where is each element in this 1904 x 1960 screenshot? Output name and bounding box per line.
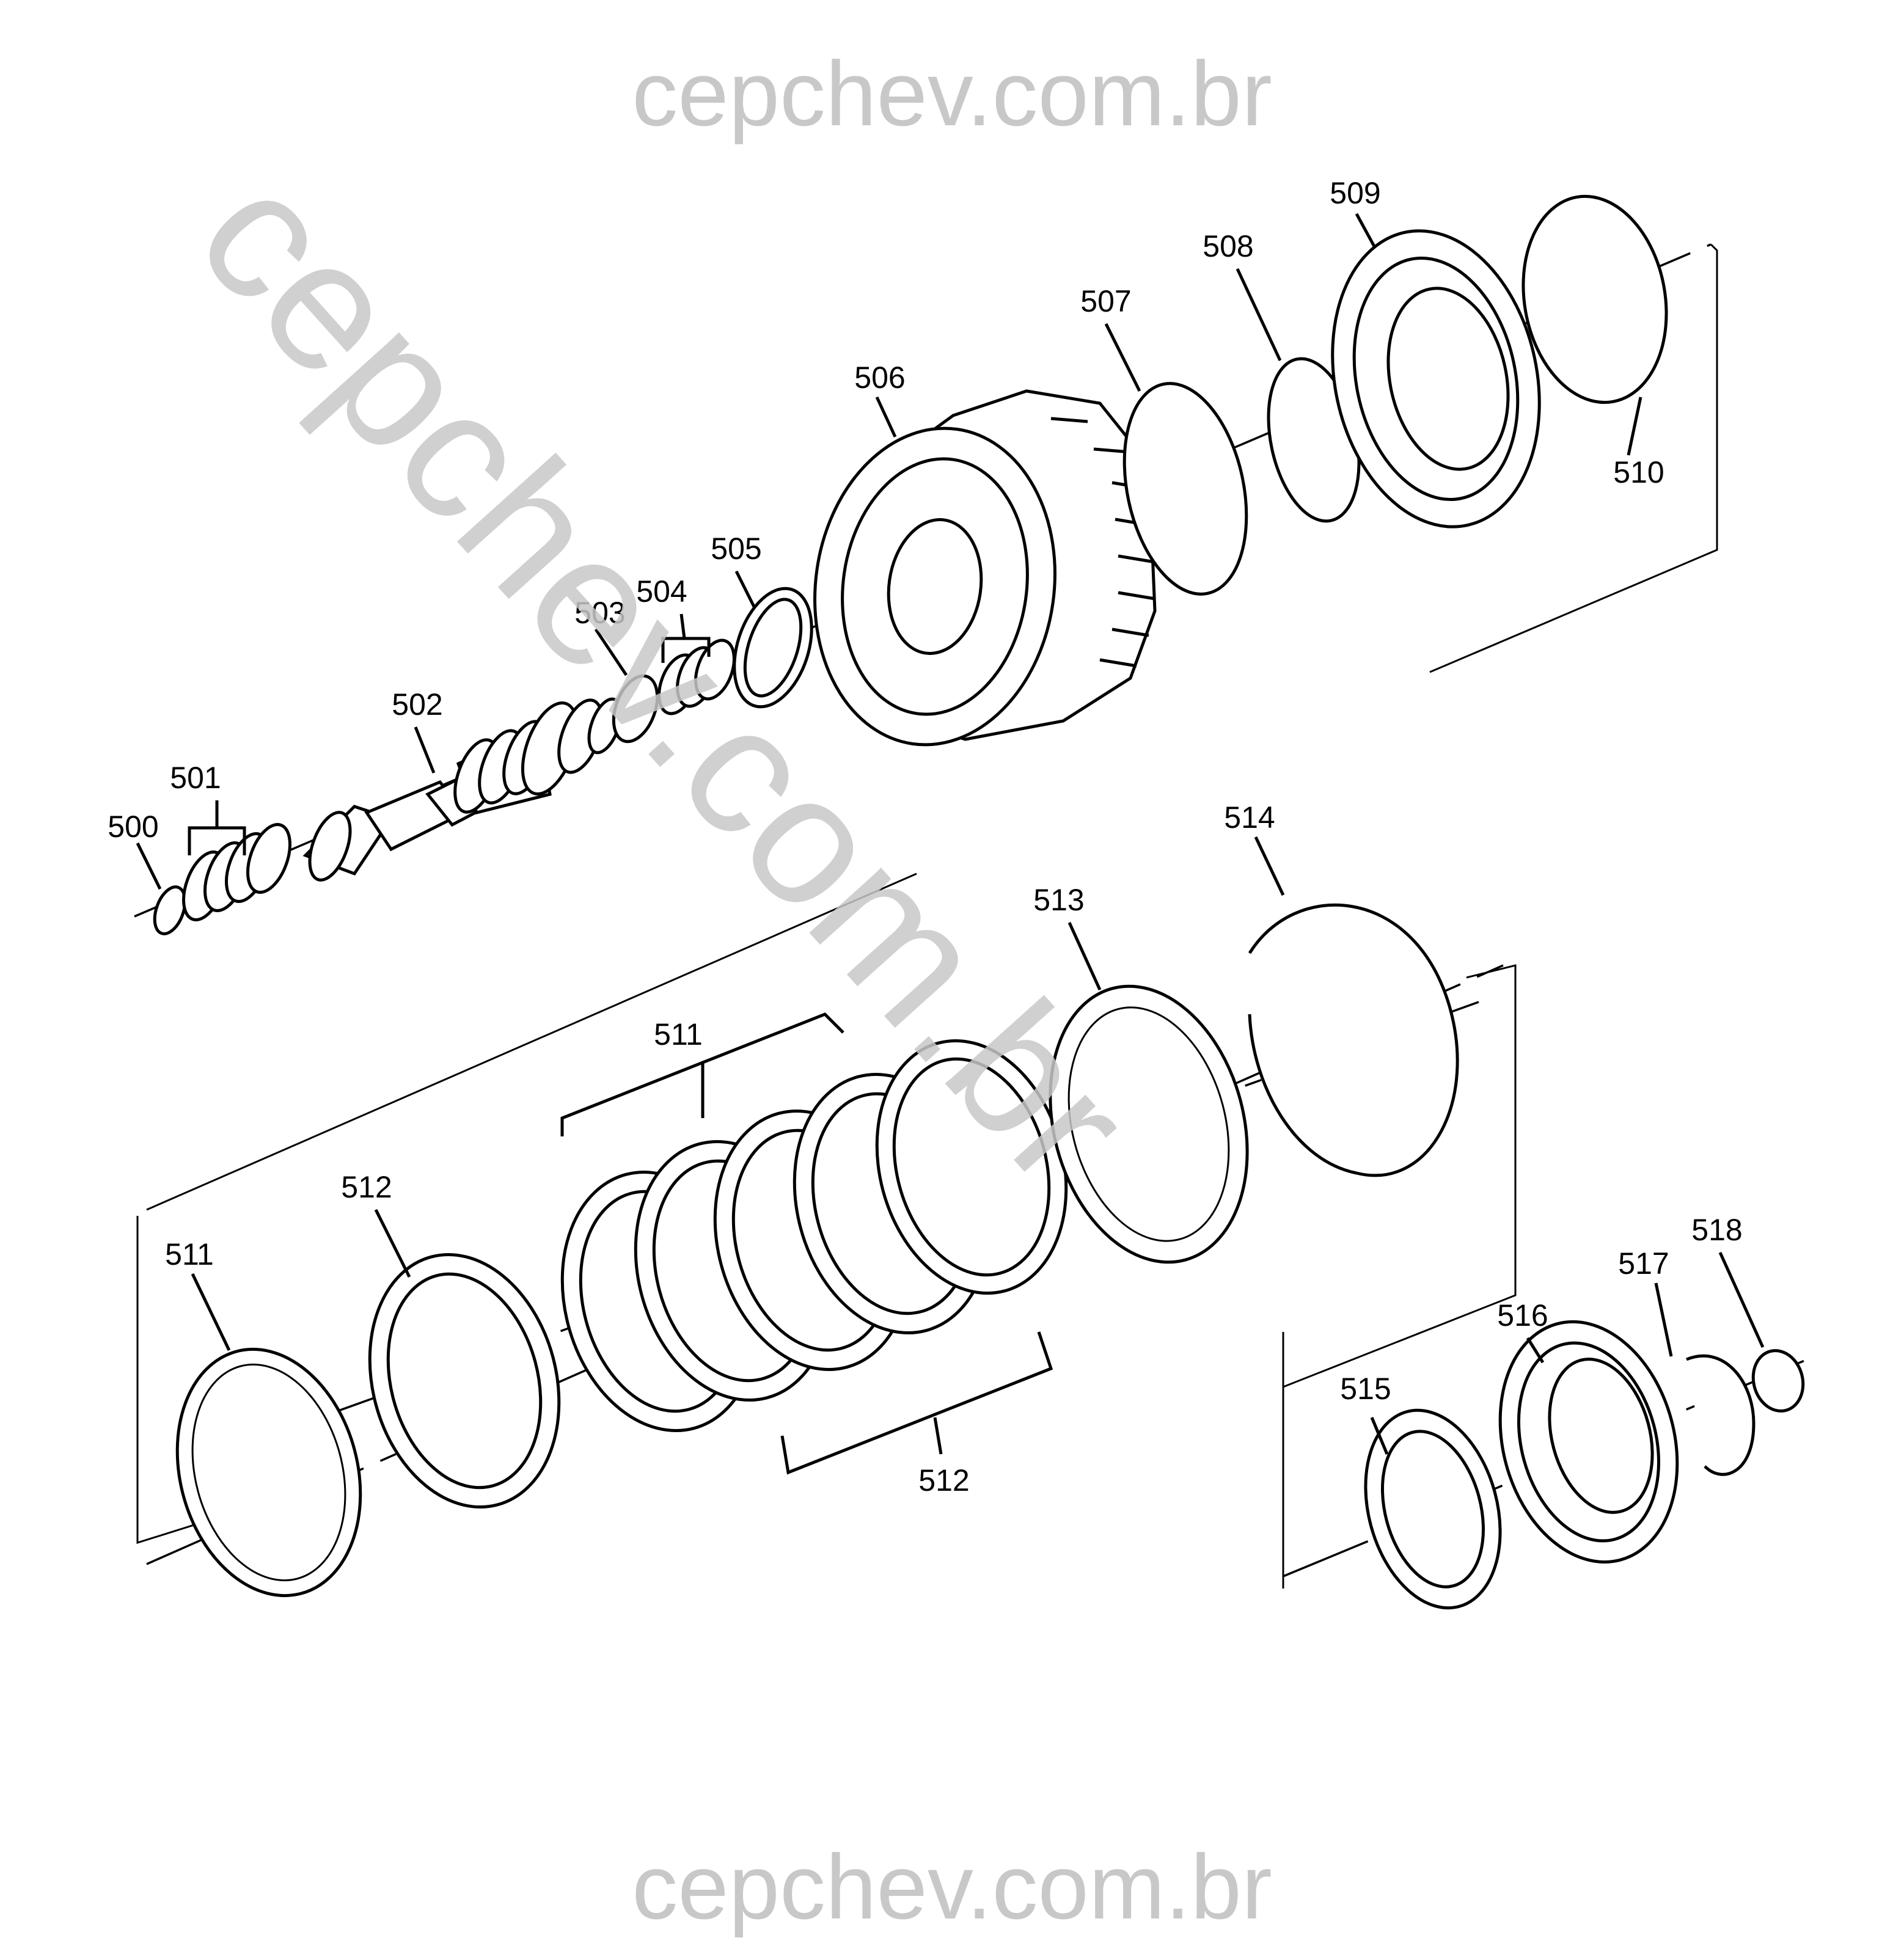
- callout-502: 502: [392, 687, 442, 722]
- callout-514: 514: [1224, 800, 1275, 835]
- part-513-backing-plate: [1049, 984, 1249, 1264]
- phantom-box-upper: [1429, 243, 1718, 673]
- callout-512-bottom: 512: [918, 1463, 969, 1497]
- callout-511-left: 511: [165, 1237, 214, 1271]
- part-500-snap-ring: [153, 885, 187, 935]
- part-512-friction-plate-inner: [386, 1272, 543, 1490]
- watermark-top: cepchev.com.br: [632, 42, 1272, 145]
- callout-509: 509: [1330, 176, 1380, 210]
- part-505-bushing: [733, 587, 813, 709]
- clutch-plate-stack: [560, 1039, 1068, 1433]
- callout-518: 518: [1691, 1213, 1742, 1247]
- bracket-512-bottom-stem: [933, 1417, 943, 1455]
- part-517-snap-ring: [1686, 1354, 1756, 1476]
- part-509-piston: [1331, 229, 1541, 528]
- part-503-seal-ring: [612, 674, 659, 744]
- watermark-bottom: cepchev.com.br: [632, 1835, 1272, 1938]
- bracket-512-bottom: [780, 1331, 1053, 1475]
- part-506-clutch-housing: [813, 389, 1157, 747]
- bracket-511-top: [560, 1012, 844, 1136]
- callout-507: 507: [1080, 284, 1131, 318]
- callout-513: 513: [1033, 883, 1084, 917]
- part-501-springs: [182, 823, 291, 921]
- phantom-box-lower: [146, 872, 917, 1211]
- callout-504: 504: [636, 574, 687, 609]
- callout-506: 506: [854, 360, 905, 395]
- part-510-snap-ring: [1521, 194, 1668, 404]
- part-513-backing-plate-inner: [1067, 1006, 1230, 1242]
- callout-500: 500: [108, 810, 158, 844]
- callout-512-left: 512: [341, 1170, 392, 1204]
- callout-503: 503: [574, 596, 625, 630]
- callout-508: 508: [1203, 229, 1253, 263]
- callout-517: 517: [1618, 1246, 1669, 1281]
- part-518-snap-ring: [1751, 1349, 1805, 1413]
- callout-515: 515: [1340, 1372, 1391, 1406]
- part-515-spring-assembly: [1364, 1408, 1502, 1610]
- leader-lines: [136, 213, 1765, 1455]
- phantom-box-middle: [1283, 964, 1517, 1388]
- part-511-steel-plate: [175, 1347, 362, 1598]
- callout-labels: 500 501 502 503 504 505 506 507 508 509 …: [108, 176, 1742, 1497]
- callout-511-top: 511: [654, 1017, 703, 1051]
- callout-510: 510: [1613, 455, 1664, 489]
- part-516-piston: [1498, 1320, 1679, 1564]
- part-511-steel-plate-inner: [191, 1363, 346, 1582]
- callout-501: 501: [170, 761, 221, 795]
- part-502-input-shaft: [302, 697, 623, 882]
- callout-516: 516: [1497, 1298, 1548, 1333]
- callout-505: 505: [711, 532, 761, 566]
- part-507-seal-ring: [1122, 382, 1248, 596]
- part-514-snap-ring: [1248, 903, 1459, 1177]
- part-504-seal-rings: [657, 638, 736, 715]
